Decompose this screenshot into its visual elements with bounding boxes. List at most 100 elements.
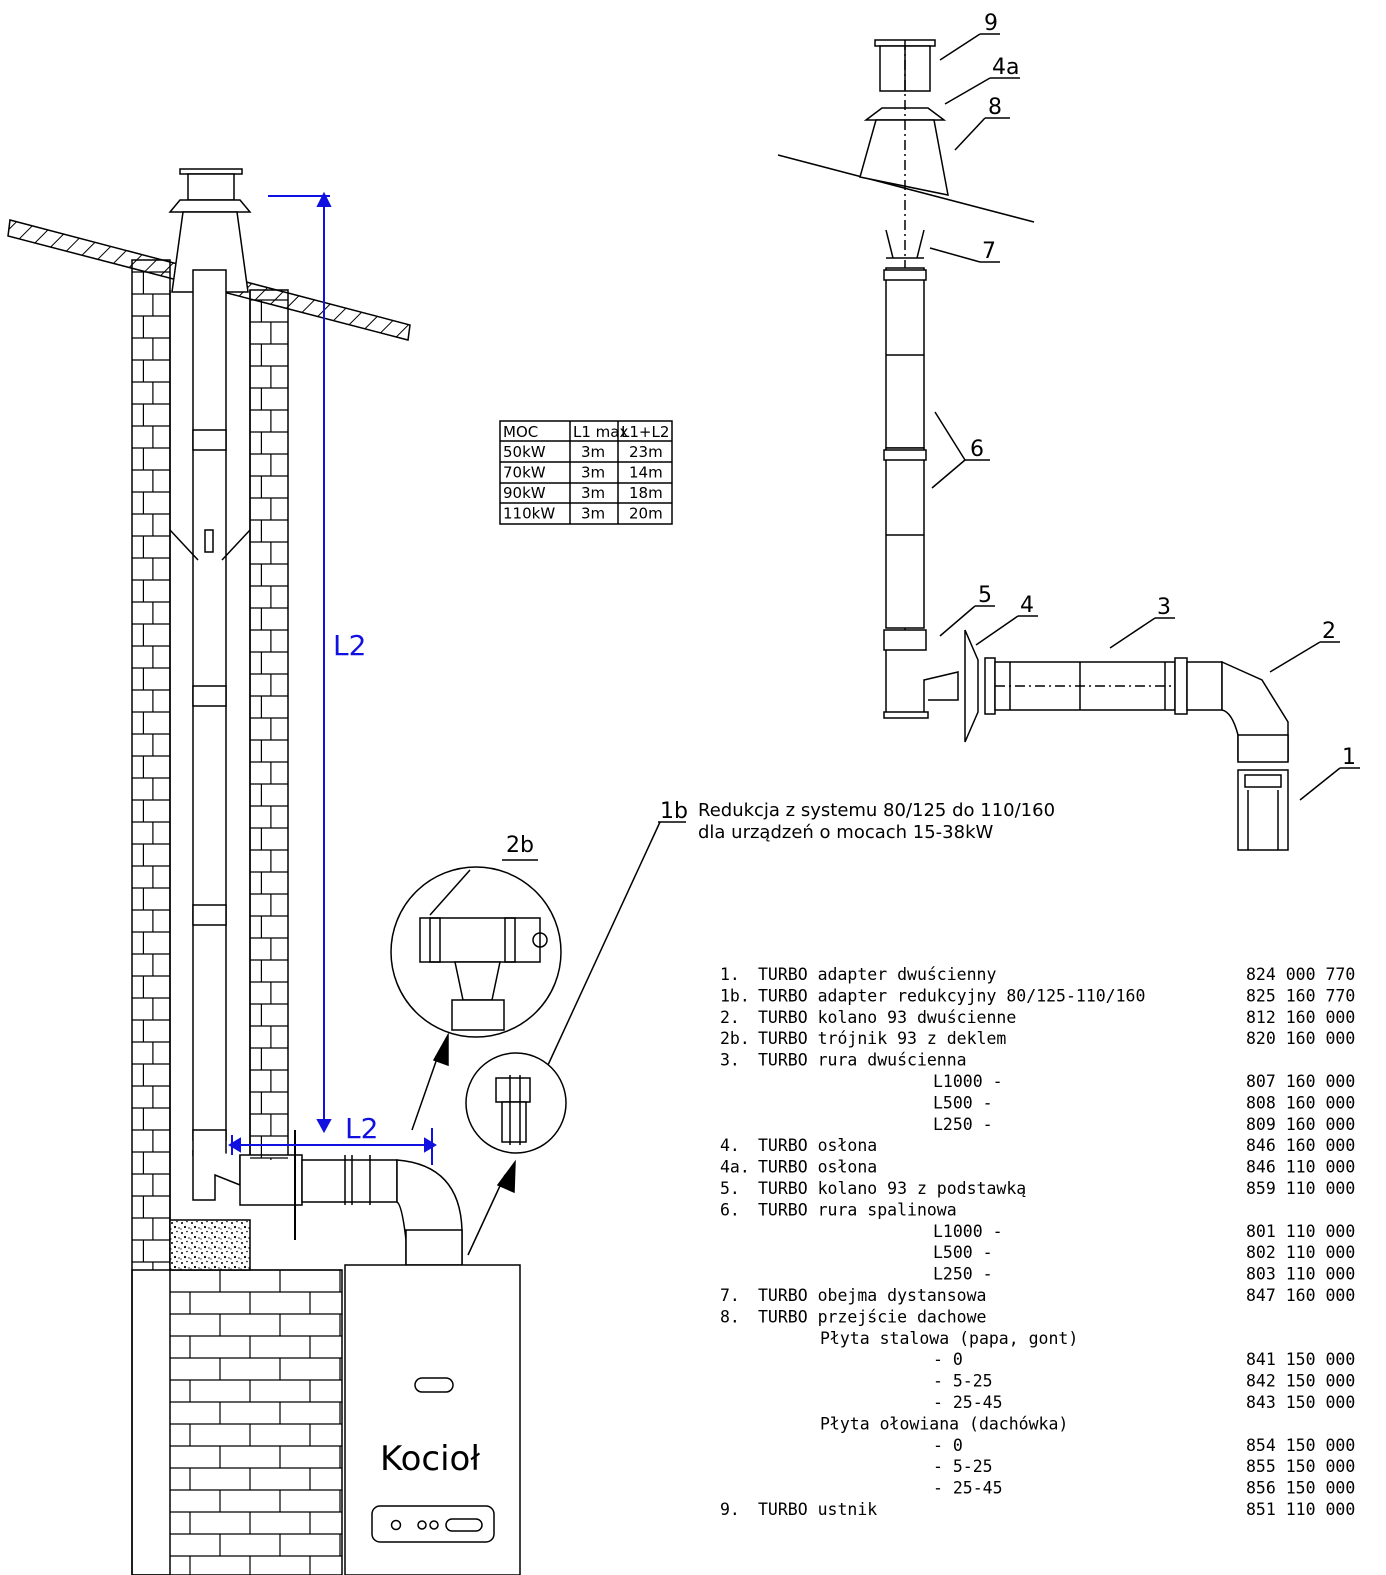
table-cell: 18m — [629, 484, 663, 502]
part-name: - 0 — [933, 1436, 963, 1455]
table-cell: 3m — [581, 484, 605, 502]
brick-courses — [132, 271, 342, 1575]
part-number: 4. — [720, 1136, 740, 1155]
part-name: TURBO przejście dachowe — [758, 1307, 986, 1326]
part-name: L250 - — [933, 1115, 993, 1134]
table-header-cell: L1+L2 — [621, 423, 669, 441]
callout-8: 8 — [988, 95, 1002, 120]
table-header-cell: MOC — [503, 423, 538, 441]
part-name: - 5-25 — [933, 1457, 993, 1476]
callout-7: 7 — [982, 239, 996, 264]
boiler-panel-dots — [390, 1518, 483, 1532]
part-code: 808 160 000 — [1246, 1093, 1355, 1112]
part-code: 841 150 000 — [1246, 1350, 1355, 1369]
dimension-lines — [228, 191, 437, 1165]
part-code: 851 110 000 — [1246, 1500, 1355, 1519]
part-number: 3. — [720, 1051, 740, 1070]
callout-4: 4 — [1020, 593, 1034, 618]
part-name: TURBO kolano 93 dwuścienne — [758, 1008, 1016, 1027]
callout-1b: 1b — [660, 799, 688, 824]
chimney-wall-right — [249, 289, 289, 1166]
part-name: L500 - — [933, 1093, 993, 1112]
table-cell: 3m — [581, 505, 605, 523]
callout-1: 1 — [1342, 745, 1356, 770]
chimney-wall-left — [131, 259, 171, 1575]
pipe-joints — [192, 429, 227, 1156]
part-name: TURBO adapter dwuścienny — [758, 965, 996, 984]
part-name: Płyta ołowiana (dachówka) — [820, 1414, 1068, 1433]
part-number: 5. — [720, 1179, 740, 1198]
table-cell: 20m — [629, 505, 663, 523]
part-name: L1000 - — [933, 1222, 1003, 1241]
part-name: TURBO rura spalinowa — [758, 1200, 957, 1219]
part-number: 6. — [720, 1200, 740, 1219]
part-code: 856 150 000 — [1246, 1479, 1355, 1498]
part-number: 2. — [720, 1008, 740, 1027]
system-diagram — [777, 39, 1289, 851]
table-header-cell: L1 max — [573, 423, 628, 441]
callout-2b: 2b — [506, 833, 534, 858]
part-code: 807 160 000 — [1246, 1072, 1355, 1091]
table-cell: 50kW — [503, 443, 546, 461]
part-number: 1b. — [720, 986, 750, 1005]
table-cell: 14m — [629, 464, 663, 482]
part-code: 859 110 000 — [1246, 1179, 1355, 1198]
table-cell: 70kW — [503, 464, 546, 482]
part-code: 825 160 770 — [1246, 986, 1355, 1005]
callout-5: 5 — [978, 583, 992, 608]
part-name: TURBO rura dwuścienna — [758, 1051, 967, 1070]
part-code: 803 110 000 — [1246, 1265, 1355, 1284]
power-table — [499, 420, 673, 525]
part-number: 8. — [720, 1307, 740, 1326]
callout-leaders — [929, 33, 1360, 801]
part-number: 2b. — [720, 1029, 750, 1048]
callout-9: 9 — [984, 11, 998, 36]
table-cell: 23m — [629, 443, 663, 461]
part-code: 802 110 000 — [1246, 1243, 1355, 1262]
part-name: L250 - — [933, 1265, 993, 1284]
detail-1b — [465, 821, 661, 1154]
part-name: TURBO obejma dystansowa — [758, 1286, 986, 1305]
l2-vertical-label: L2 — [333, 629, 366, 662]
table-cell: 110kW — [503, 505, 555, 523]
part-code: 809 160 000 — [1246, 1115, 1355, 1134]
part-code: 854 150 000 — [1246, 1436, 1355, 1455]
l2-horizontal-label: L2 — [345, 1112, 378, 1145]
part-name: - 0 — [933, 1350, 963, 1369]
part-name: Płyta stalowa (papa, gont) — [820, 1329, 1078, 1348]
chimney-section — [7, 168, 521, 1575]
boiler-label: Kocioł — [380, 1439, 480, 1479]
detail-arrows — [411, 1032, 516, 1256]
part-name: - 25-45 — [933, 1479, 1003, 1498]
part-code: 801 110 000 — [1246, 1222, 1355, 1241]
callout-3: 3 — [1157, 595, 1171, 620]
detail-2b — [390, 866, 562, 1038]
reduction-note-line-1: Redukcja z systemu 80/125 do 110/160 — [698, 800, 1055, 821]
part-number: 4a. — [720, 1158, 750, 1177]
part-code: 842 150 000 — [1246, 1372, 1355, 1391]
part-name: TURBO trójnik 93 z deklem — [758, 1029, 1006, 1048]
part-name: TURBO osłona — [758, 1136, 877, 1155]
parts-list: 1. TURBO adapter dwuścienny 824 000 770 1b.… — [720, 965, 1355, 1519]
part-code: 843 150 000 — [1246, 1393, 1355, 1412]
part-name: L500 - — [933, 1243, 993, 1262]
part-name: - 5-25 — [933, 1372, 993, 1391]
part-number: 1. — [720, 965, 740, 984]
part-number: 9. — [720, 1500, 740, 1519]
part-code: 824 000 770 — [1246, 965, 1355, 984]
part-name: L1000 - — [933, 1072, 1003, 1091]
callout-6: 6 — [970, 437, 984, 462]
reduction-note-line-2: dla urządzeń o mocach 15-38kW — [698, 822, 994, 843]
part-code: 812 160 000 — [1246, 1008, 1355, 1027]
chimney-cap — [168, 168, 252, 293]
part-code: 846 110 000 — [1246, 1158, 1355, 1177]
callout-2: 2 — [1322, 619, 1336, 644]
part-name: TURBO adapter redukcyjny 80/125-110/160 — [758, 986, 1145, 1005]
part-number: 7. — [720, 1286, 740, 1305]
part-code: 847 160 000 — [1246, 1286, 1355, 1305]
part-name: TURBO ustnik — [758, 1500, 877, 1519]
part-code: 855 150 000 — [1246, 1457, 1355, 1476]
table-cell: 3m — [581, 464, 605, 482]
